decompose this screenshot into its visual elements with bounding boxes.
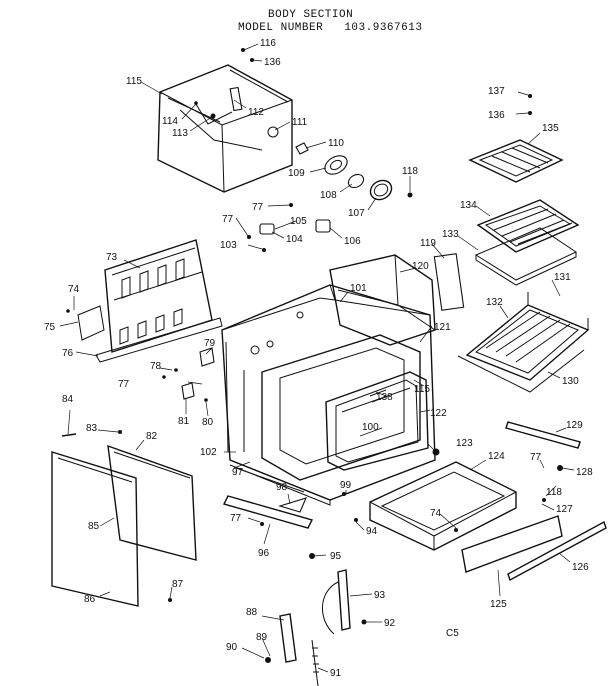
model-number-prefix: MODEL NUMBER bbox=[238, 22, 324, 34]
part-label: 134 bbox=[460, 200, 477, 211]
part-label: 130 bbox=[562, 376, 579, 387]
leader-lines bbox=[59, 43, 575, 673]
part-label: 77 bbox=[252, 202, 264, 213]
part-label: 84 bbox=[62, 394, 74, 405]
part-label: 100 bbox=[362, 422, 379, 433]
front-side-panels bbox=[51, 430, 197, 607]
part-label: 93 bbox=[374, 590, 386, 601]
diagram-title: BODY SECTION bbox=[268, 9, 354, 21]
part-label: 77 bbox=[118, 379, 130, 390]
part-label: 132 bbox=[486, 297, 503, 308]
top-cabinet-assembly bbox=[157, 64, 293, 193]
model-number-value: 103.9367613 bbox=[344, 22, 423, 34]
part-label: 77 bbox=[530, 452, 542, 463]
part-label: 106 bbox=[344, 236, 361, 247]
part-label: 109 bbox=[288, 168, 305, 179]
part-label: 114 bbox=[162, 116, 178, 127]
part-label: 136 bbox=[264, 57, 281, 68]
part-label: 75 bbox=[44, 322, 56, 333]
part-label: 76 bbox=[62, 348, 74, 359]
part-label: 112 bbox=[248, 107, 264, 118]
part-label: 88 bbox=[246, 607, 258, 618]
part-label: 97 bbox=[232, 467, 244, 478]
part-label: 102 bbox=[200, 447, 217, 458]
part-label: 87 bbox=[172, 579, 184, 590]
part-label: 92 bbox=[384, 618, 396, 629]
part-label: 119 bbox=[420, 238, 436, 249]
part-label: 125 bbox=[490, 599, 507, 610]
part-label: 108 bbox=[320, 190, 337, 201]
part-label: 77 bbox=[230, 513, 242, 524]
part-label: 131 bbox=[554, 272, 571, 283]
oven-main-body bbox=[221, 253, 465, 506]
part-label: 115 bbox=[126, 76, 142, 87]
part-label: 136 bbox=[488, 110, 505, 121]
bracket-parts bbox=[162, 347, 215, 402]
part-label: 81 bbox=[178, 416, 190, 427]
part-label: 121 bbox=[434, 322, 451, 333]
part-label: 123 bbox=[456, 438, 473, 449]
part-label: 129 bbox=[566, 420, 583, 431]
part-label: 101 bbox=[350, 283, 367, 294]
part-label: 115 bbox=[414, 384, 430, 395]
part-label: 138 bbox=[376, 392, 393, 403]
part-label: 96 bbox=[258, 548, 270, 559]
left-side-panel bbox=[66, 239, 223, 363]
bottom-parts bbox=[222, 492, 358, 559]
part-label: 77 bbox=[222, 214, 234, 225]
part-label: 133 bbox=[442, 229, 459, 240]
part-label: 107 bbox=[348, 208, 365, 219]
part-label: 122 bbox=[430, 408, 447, 419]
part-label: 91 bbox=[330, 668, 342, 679]
broiler-rack-assembly bbox=[468, 94, 580, 286]
part-label: 116 bbox=[260, 38, 276, 49]
part-label: 118 bbox=[546, 487, 562, 498]
part-label: 79 bbox=[204, 338, 216, 349]
part-label: 86 bbox=[84, 594, 96, 605]
part-label: 127 bbox=[556, 504, 573, 515]
part-label: 99 bbox=[340, 480, 352, 491]
storage-drawer-assembly bbox=[369, 421, 607, 582]
part-label: 74 bbox=[68, 284, 80, 295]
part-label: 135 bbox=[542, 123, 559, 134]
part-label: 85 bbox=[88, 521, 100, 532]
part-label: 124 bbox=[488, 451, 505, 462]
part-labels: 116 136 115 112 114 113 111 110 109 108 … bbox=[44, 38, 593, 679]
part-label: 73 bbox=[106, 252, 118, 263]
corner-code: C5 bbox=[446, 628, 459, 639]
part-label: 74 bbox=[430, 508, 442, 519]
model-number-line: MODEL NUMBER 103.9367613 bbox=[238, 22, 422, 34]
part-label: 126 bbox=[572, 562, 589, 573]
oven-rack-assembly bbox=[457, 292, 590, 393]
part-label: 137 bbox=[488, 86, 505, 97]
part-label: 110 bbox=[328, 138, 344, 149]
part-label: 111 bbox=[292, 117, 308, 128]
part-label: 82 bbox=[146, 431, 158, 442]
part-label: 90 bbox=[226, 642, 238, 653]
element-parts bbox=[247, 142, 413, 252]
part-label: 80 bbox=[202, 417, 214, 428]
part-label: 83 bbox=[86, 423, 98, 434]
part-label: 95 bbox=[330, 551, 342, 562]
part-label: 105 bbox=[290, 216, 307, 227]
part-label: 118 bbox=[402, 166, 418, 177]
part-label: 113 bbox=[172, 128, 188, 139]
top-screws bbox=[241, 48, 254, 62]
part-label: 98 bbox=[276, 482, 288, 493]
part-label: 89 bbox=[256, 632, 268, 643]
part-label: 128 bbox=[576, 467, 593, 478]
part-label: 94 bbox=[366, 526, 378, 537]
part-label: 103 bbox=[220, 240, 237, 251]
hinge-parts bbox=[265, 569, 367, 686]
part-label: 120 bbox=[412, 261, 429, 272]
part-label: 78 bbox=[150, 361, 162, 372]
part-label: 104 bbox=[286, 234, 303, 245]
